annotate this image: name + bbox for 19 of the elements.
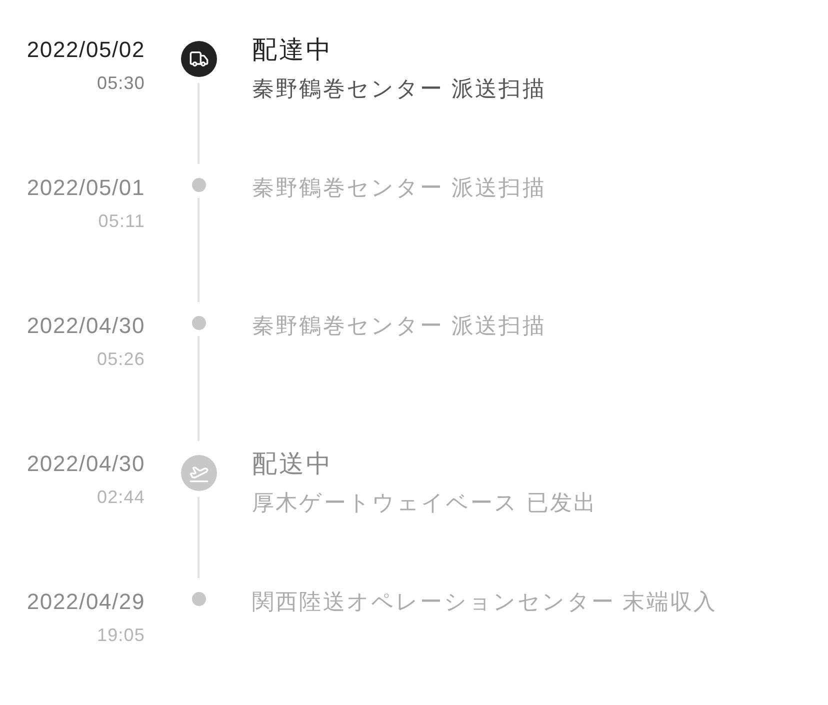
time-text: 19:05: [96, 624, 145, 646]
status-text: 配達中: [252, 35, 333, 65]
event-text: 厚木ゲートウェイベース 已发出: [252, 489, 598, 517]
time-text: 05:26: [96, 348, 145, 370]
date-text: 2022/04/29: [26, 589, 145, 615]
airplane-icon: [180, 455, 216, 491]
truck-icon: [180, 41, 216, 77]
date-text: 2022/05/02: [26, 37, 145, 63]
time-text: 02:44: [96, 486, 145, 508]
event-text: 秦野鶴巻センター 派送扫描: [252, 312, 546, 340]
date-text: 2022/05/01: [26, 175, 145, 201]
time-text: 05:11: [98, 210, 145, 232]
date-text: 2022/04/30: [26, 451, 145, 477]
time-text: 05:30: [96, 72, 145, 94]
status-text: 配送中: [252, 449, 333, 479]
date-text: 2022/04/30: [26, 313, 145, 339]
event-text: 秦野鶴巻センター 派送扫描: [252, 174, 546, 202]
event-text: 関西陸送オペレーションセンター 末端収入: [252, 588, 718, 616]
event-text: 秦野鶴巻センター 派送扫描: [252, 75, 546, 103]
